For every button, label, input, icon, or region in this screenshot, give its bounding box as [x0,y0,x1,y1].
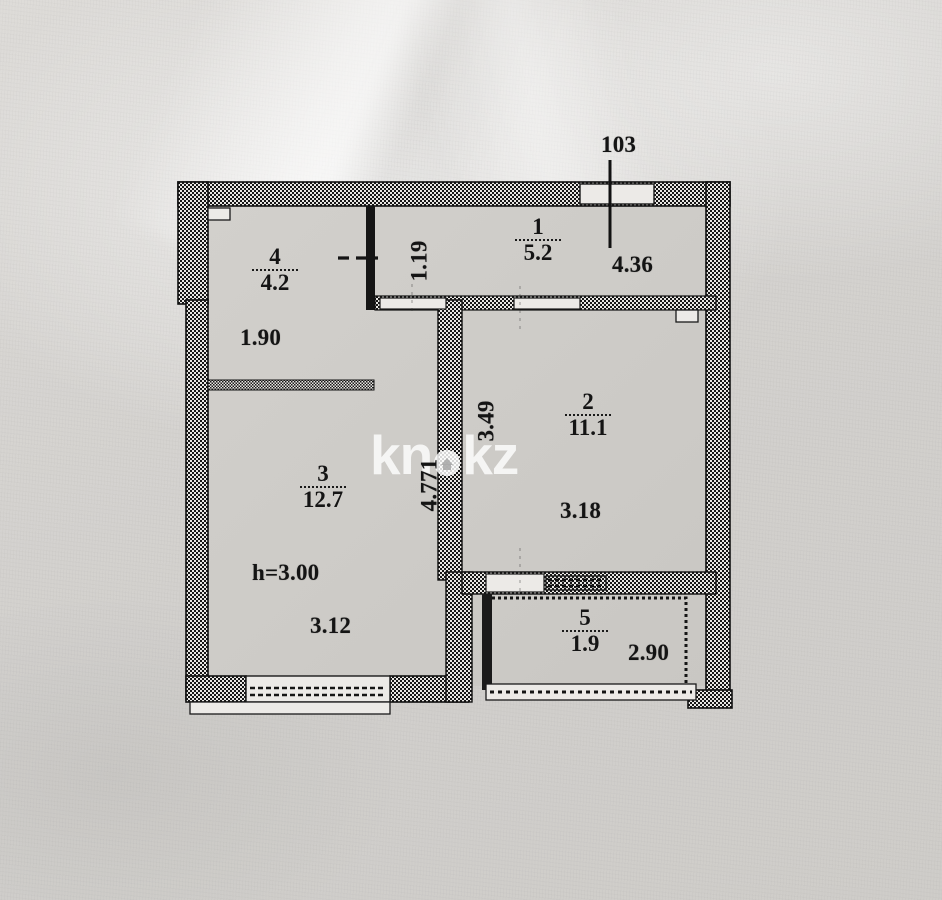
dimension-room3-height: 4.771 [416,458,442,512]
room-1-area: 5.2 [523,240,553,266]
room-label-rule [515,239,561,242]
room-5-label: 5 1.9 [562,606,608,656]
ceiling-height-note: h=3.00 [252,560,320,585]
room-4-number: 4 [269,244,281,269]
dimension-corridor-width: 1.19 [406,240,432,282]
dimension-room2-width: 3.18 [560,498,602,523]
dimension-room2-height: 3.49 [473,400,499,442]
room-label-rule [562,630,608,633]
room-5-area: 1.9 [570,631,600,657]
room-3-number: 3 [317,461,329,486]
centerlines [411,284,521,596]
room-4-area: 4.2 [260,270,290,296]
room-label-rule [565,414,611,417]
room-label-rule [300,486,346,489]
room-1-label: 1 5.2 [515,215,561,265]
room-3-label: 3 12.7 [300,462,346,512]
room-1-number: 1 [532,214,544,239]
room-2-label: 2 11.1 [565,390,611,440]
room-4-label: 4 4.2 [252,245,298,295]
unit-number-label: 103 [601,132,637,157]
dimension-room4-width: 1.90 [240,325,282,350]
room-5-number: 5 [579,605,591,630]
room-2-area: 11.1 [568,415,608,441]
room-label-rule [252,269,298,272]
dimension-room3-width: 3.12 [310,613,352,638]
room-2-number: 2 [582,389,594,414]
dimension-room5-width: 2.90 [628,640,670,665]
openings [189,183,699,715]
room-3-area: 12.7 [302,487,344,513]
exterior-walls [177,181,733,709]
dimension-room1-right: 4.36 [612,252,654,277]
